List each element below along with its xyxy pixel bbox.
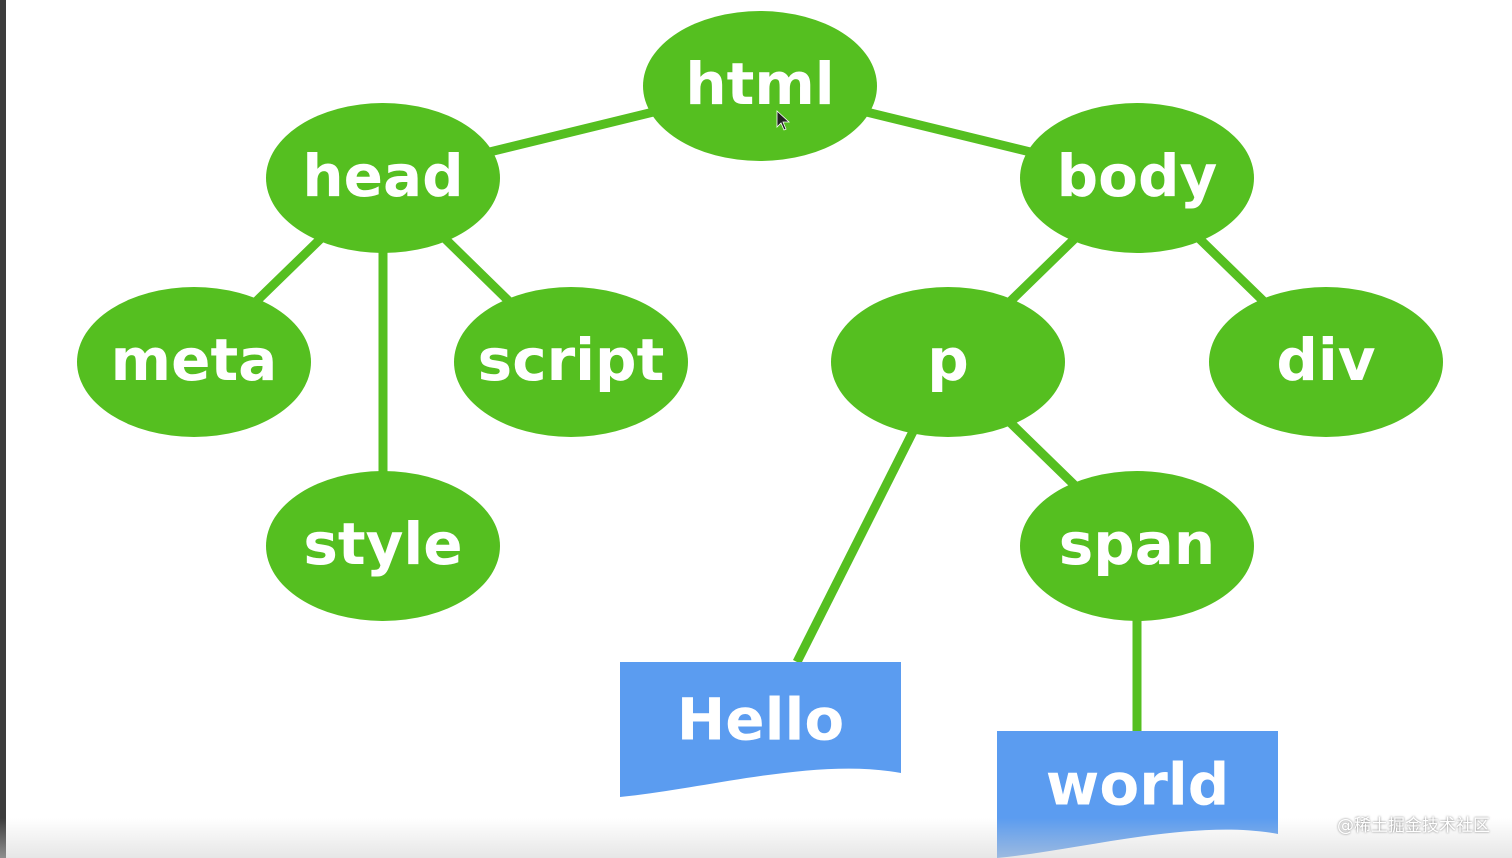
node-span-ellipse — [1020, 471, 1254, 621]
node-head: head — [266, 103, 500, 253]
node-span: span — [1020, 471, 1254, 621]
bottom-shade — [0, 818, 1512, 858]
left-frame-edge — [0, 0, 6, 858]
node-p-label: p — [927, 326, 969, 394]
node-meta-label: meta — [111, 326, 278, 394]
node-body-label: body — [1057, 142, 1218, 210]
cursor-layer — [776, 110, 791, 131]
node-html-ellipse — [643, 11, 877, 161]
node-div-label: div — [1276, 326, 1375, 394]
node-style-label: style — [303, 510, 462, 578]
nodes-layer: html head body meta style script p div spanHello… — [77, 11, 1443, 858]
node-script: script — [454, 287, 688, 437]
watermark-text: @稀土掘金技术社区 — [1337, 816, 1490, 836]
node-head-ellipse — [266, 103, 500, 253]
node-style-ellipse — [266, 471, 500, 621]
node-div-ellipse — [1209, 287, 1443, 437]
node-p: p — [831, 287, 1065, 437]
node-meta-ellipse — [77, 287, 311, 437]
node-style: style — [266, 471, 500, 621]
node-html-label: html — [685, 50, 834, 118]
node-head-label: head — [302, 142, 463, 210]
node-meta: meta — [77, 287, 311, 437]
node-p-ellipse — [831, 287, 1065, 437]
mouse-pointer-icon — [776, 110, 791, 131]
node-span-label: span — [1059, 510, 1215, 578]
node-html: html — [643, 11, 877, 161]
node-script-ellipse — [454, 287, 688, 437]
node-body: body — [1020, 103, 1254, 253]
node-hello: Hello — [620, 662, 901, 797]
node-div: div — [1209, 287, 1443, 437]
node-world-label: world — [1046, 751, 1229, 819]
node-hello-label: Hello — [677, 686, 845, 754]
text-node-hello-box — [620, 662, 901, 797]
node-body-ellipse — [1020, 103, 1254, 253]
node-script-label: script — [478, 326, 665, 394]
